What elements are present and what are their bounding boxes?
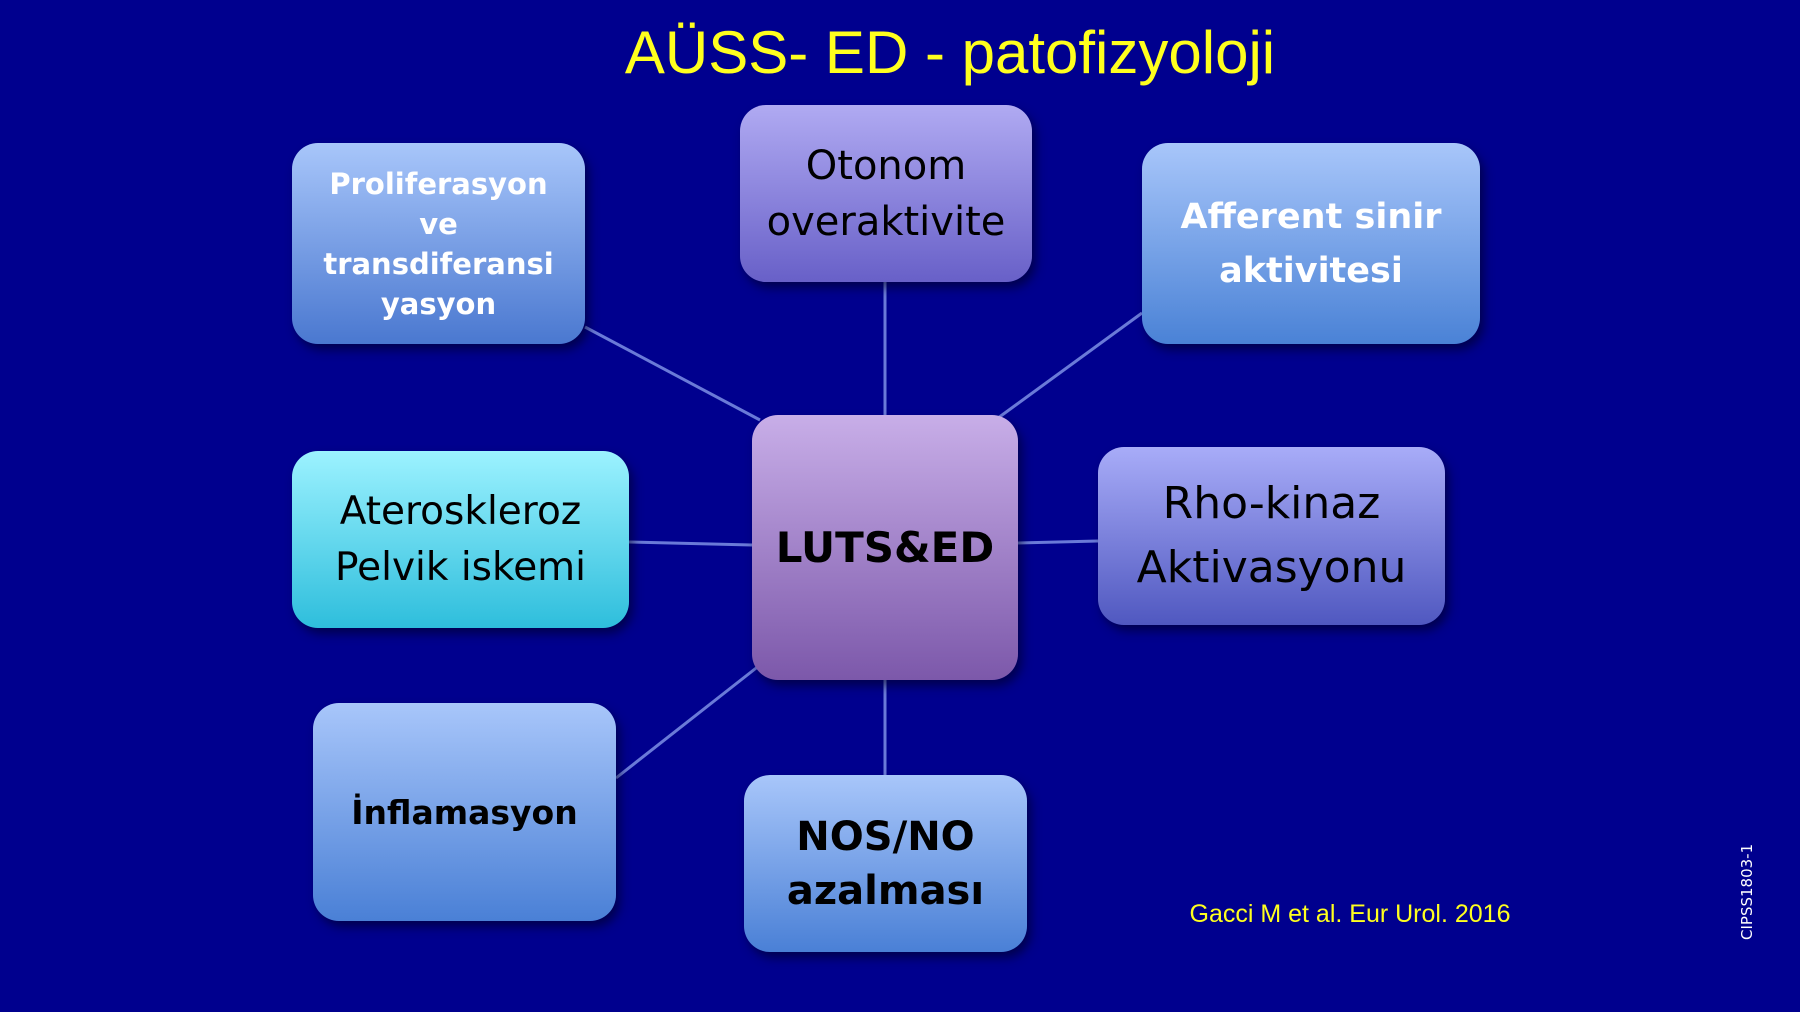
node-line: Otonom: [805, 142, 967, 189]
node-proliferasyon: Proliferasyon ve transdiferansi yasyon: [292, 143, 585, 344]
node-line: aktivitesi: [1219, 250, 1403, 291]
node-nos-no: NOS/NO azalması: [744, 775, 1027, 952]
node-line: NOS/NO: [796, 813, 975, 860]
node-line: Afferent sinir: [1180, 196, 1442, 237]
node-otonom-overaktivite: Otonom overaktivite: [740, 105, 1032, 282]
node-line: İnflamasyon: [351, 792, 578, 832]
node-line: yasyon: [380, 286, 497, 321]
center-label: LUTS&ED: [775, 523, 995, 572]
node-line: azalması: [786, 867, 985, 914]
node-line: Aktivasyonu: [1136, 542, 1407, 593]
connector-rho-kinaz: [1017, 539, 1099, 545]
slide-code: CIPSS1803-1: [1738, 843, 1756, 940]
slide-title: AÜSS- ED - patofizyoloji: [624, 19, 1276, 86]
node-center-luts-ed: LUTS&ED: [752, 415, 1018, 680]
connector-ateroskleroz: [628, 540, 753, 547]
node-line: Pelvik iskemi: [334, 544, 587, 590]
node-rho-kinaz: Rho-kinaz Aktivasyonu: [1098, 447, 1445, 625]
connector-inflamasyon: [615, 663, 761, 780]
connector-afferent: [997, 311, 1143, 420]
node-line: ve: [419, 206, 458, 241]
node-line: transdiferansi: [323, 246, 554, 281]
node-line: Ateroskleroz: [339, 488, 582, 534]
node-line: Proliferasyon: [329, 166, 548, 201]
node-afferent-sinir: Afferent sinir aktivitesi: [1142, 143, 1480, 344]
node-ateroskleroz: Ateroskleroz Pelvik iskemi: [292, 451, 629, 628]
connector-proliferasyon: [584, 325, 761, 422]
node-line: Rho-kinaz: [1162, 478, 1381, 529]
citation: Gacci M et al. Eur Urol. 2016: [1189, 900, 1511, 928]
node-inflamasyon: İnflamasyon: [313, 703, 616, 921]
node-line: overaktivite: [766, 198, 1006, 245]
